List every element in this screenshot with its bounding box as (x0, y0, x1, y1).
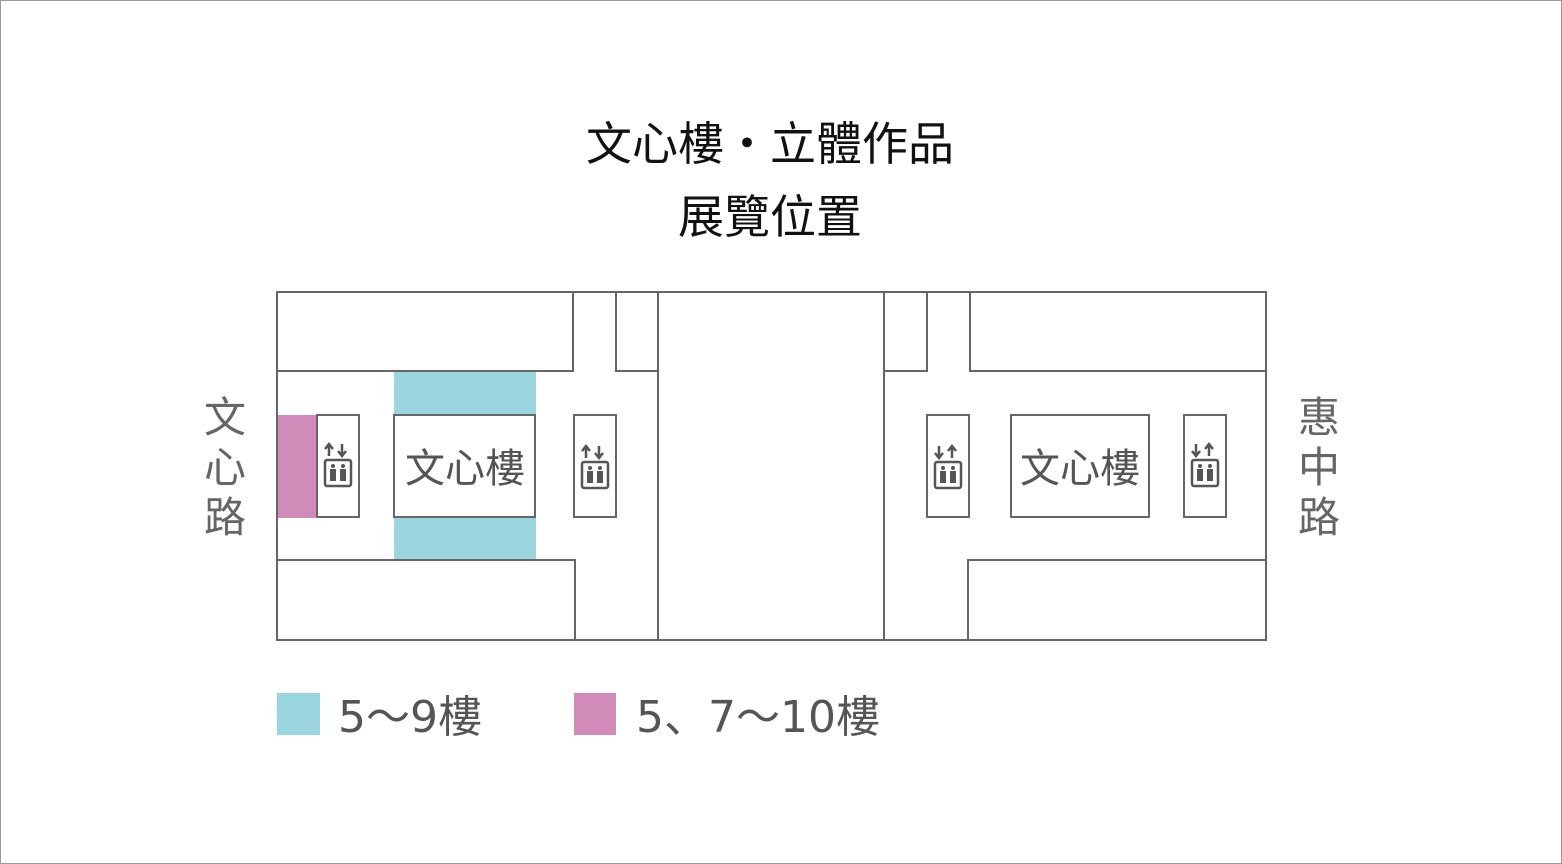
zone-5-7-10-floor (278, 415, 317, 518)
building-left-label: 文心樓 (405, 446, 525, 492)
elevator-box (573, 414, 617, 518)
building-right-label: 文心樓 (1020, 446, 1140, 492)
elevator-icon (933, 444, 963, 490)
road-right-label: 惠 中 路 (1298, 393, 1340, 542)
title-line-1: 文心樓・立體作品 (586, 117, 954, 171)
building-right (1010, 414, 1150, 518)
elevator-box (926, 414, 970, 518)
svg-text:路: 路 (1298, 493, 1340, 542)
walls (276, 291, 1267, 641)
legend-label-2: 5、7～10樓 (636, 692, 880, 743)
road-left-label: 文 心 路 (204, 393, 246, 542)
legend-swatch-pink (574, 693, 616, 735)
elevator-box (316, 414, 360, 518)
elevator-icon (580, 444, 610, 490)
svg-text:惠: 惠 (1298, 393, 1340, 442)
legend-label-1: 5～9樓 (338, 692, 482, 743)
title-line-2: 展覽位置 (678, 190, 862, 244)
building-left (393, 414, 536, 518)
elevator-icon (323, 442, 353, 488)
svg-text:心: 心 (204, 443, 246, 492)
elevator-box (1183, 414, 1227, 518)
elevator-icon (1190, 442, 1220, 488)
legend-swatch-cyan (277, 693, 320, 735)
svg-text:文: 文 (204, 393, 246, 442)
svg-text:路: 路 (204, 493, 246, 542)
svg-text:中: 中 (1298, 443, 1340, 492)
